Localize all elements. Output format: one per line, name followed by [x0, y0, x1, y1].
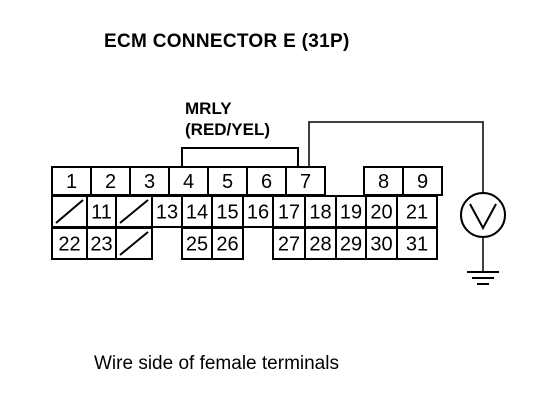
connector-row-1: 1 2 3 4 5 6 7 8 9	[51, 166, 443, 196]
terminal-number-21: 21	[406, 202, 428, 224]
terminal-number-17: 17	[278, 202, 300, 224]
connector-lock-tab	[181, 147, 299, 167]
terminal-number-26: 26	[216, 234, 238, 256]
terminal-number-11: 11	[91, 202, 112, 224]
connector-row-3: 22 23 25 26 27 28 29 30 31	[51, 227, 438, 260]
terminal-27	[272, 227, 306, 260]
terminal-number-3: 3	[144, 171, 155, 193]
terminal-number-5: 5	[222, 171, 233, 193]
terminal-number-6: 6	[261, 171, 272, 193]
terminal-3	[129, 166, 170, 196]
terminal-number-13: 13	[156, 202, 178, 224]
terminal-9	[402, 166, 443, 196]
terminal-number-1: 1	[66, 171, 77, 193]
terminal-7	[285, 166, 326, 196]
ground-icon	[467, 271, 499, 285]
terminal-16	[242, 195, 274, 228]
wire-name-label: MRLY	[185, 99, 232, 118]
terminal-number-19: 19	[340, 202, 362, 224]
diagram-title: ECM CONNECTOR E (31P)	[104, 31, 350, 52]
blank-terminal-slash	[119, 231, 149, 256]
terminal-number-30: 30	[370, 234, 392, 256]
terminal-number-27: 27	[278, 234, 300, 256]
blank-terminal-slash	[119, 199, 149, 224]
wire-color-label: (RED/YEL)	[185, 120, 270, 139]
blank-terminal-slash	[55, 199, 84, 224]
terminal-number-23: 23	[90, 234, 112, 256]
terminal-number-7: 7	[300, 171, 311, 193]
terminal-number-15: 15	[216, 202, 238, 224]
terminal-number-31: 31	[406, 234, 428, 256]
terminal-number-29: 29	[340, 234, 362, 256]
terminal-number-8: 8	[378, 171, 389, 193]
diagram-caption: Wire side of female terminals	[94, 353, 339, 374]
terminal-23	[86, 227, 117, 260]
voltmeter-icon	[460, 192, 506, 238]
terminal-19	[335, 195, 367, 228]
terminal-number-18: 18	[309, 202, 331, 224]
terminal-number-16: 16	[247, 202, 269, 224]
terminal-26	[211, 227, 244, 260]
terminal-number-4: 4	[183, 171, 194, 193]
voltmeter-v-glyph	[469, 203, 497, 231]
terminal-number-9: 9	[417, 171, 428, 193]
terminal-number-20: 20	[370, 202, 392, 224]
terminal-number-14: 14	[186, 202, 208, 224]
terminal-13	[151, 195, 183, 228]
probe-wire	[308, 121, 484, 192]
terminal-5	[207, 166, 248, 196]
terminal-number-22: 22	[58, 234, 80, 256]
terminal-number-28: 28	[309, 234, 331, 256]
terminal-number-2: 2	[105, 171, 116, 193]
terminal-31	[396, 227, 438, 260]
connector-row-2: 11 13 14 15 16 17 18 19 20 21	[51, 195, 438, 228]
terminal-17	[272, 195, 306, 228]
terminal-25	[181, 227, 213, 260]
terminal-number-25: 25	[186, 234, 208, 256]
